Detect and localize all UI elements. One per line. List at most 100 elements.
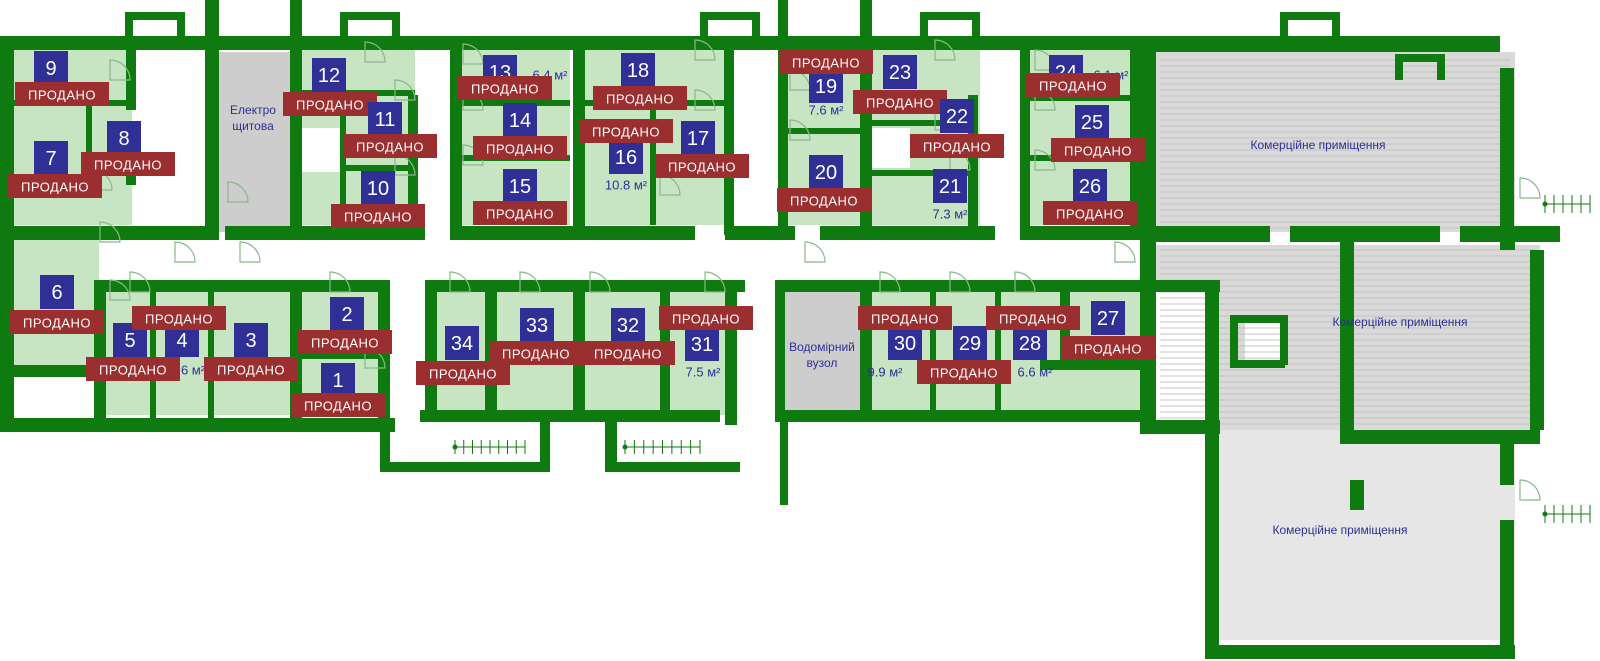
room-number-31[interactable]: 31 bbox=[691, 334, 713, 356]
sold-badge-24[interactable] bbox=[1026, 73, 1120, 97]
sold-badge-1[interactable] bbox=[291, 393, 385, 417]
room-number-box-25[interactable] bbox=[1075, 105, 1109, 139]
sold-badge-19[interactable] bbox=[779, 50, 873, 74]
room-number-box-6[interactable] bbox=[40, 275, 74, 309]
sold-badge-17[interactable] bbox=[655, 154, 749, 178]
room-number-box-30[interactable] bbox=[888, 326, 922, 360]
room-number-box-26[interactable] bbox=[1073, 169, 1107, 203]
room-number-17[interactable]: 17 bbox=[687, 128, 709, 150]
room-number-box-33[interactable] bbox=[520, 308, 554, 342]
sold-badge-18[interactable] bbox=[593, 86, 687, 110]
room-number-5[interactable]: 5 bbox=[124, 330, 135, 352]
room-number-14[interactable]: 14 bbox=[509, 110, 531, 132]
room-24[interactable]: 6.1 м²24ПРОДАНО bbox=[1026, 55, 1129, 97]
sold-badge-25[interactable] bbox=[1051, 138, 1145, 162]
sold-badge-12[interactable] bbox=[283, 92, 377, 116]
room-number-box-3[interactable] bbox=[234, 323, 268, 357]
room-number-25[interactable]: 25 bbox=[1081, 112, 1103, 134]
room-number-26[interactable]: 26 bbox=[1079, 176, 1101, 198]
sold-badge-16[interactable] bbox=[579, 119, 673, 143]
room-number-8[interactable]: 8 bbox=[118, 128, 129, 150]
room-number-box-2[interactable] bbox=[330, 297, 364, 331]
room-number-box-22[interactable] bbox=[940, 99, 974, 133]
sold-badge-32[interactable] bbox=[581, 341, 675, 365]
room-number-box-28[interactable] bbox=[1013, 326, 1047, 360]
room-number-29[interactable]: 29 bbox=[959, 333, 981, 355]
sold-badge-4[interactable] bbox=[132, 306, 226, 330]
sold-badge-6[interactable] bbox=[10, 310, 104, 334]
room-badges[interactable]: 9ПРОДАНО7ПРОДАНО8ПРОДАНО12ПРОДАНО11ПРОДА… bbox=[8, 50, 1155, 417]
room-number-box-17[interactable] bbox=[681, 121, 715, 155]
room-number-16[interactable]: 16 bbox=[615, 147, 637, 169]
room-number-box-14[interactable] bbox=[503, 103, 537, 137]
room-number-19[interactable]: 19 bbox=[815, 76, 837, 98]
water-room[interactable] bbox=[785, 290, 860, 415]
room-number-15[interactable]: 15 bbox=[509, 176, 531, 198]
room-number-box-23[interactable] bbox=[883, 55, 917, 89]
sold-badge-22[interactable] bbox=[910, 134, 1004, 158]
room-number-box-12[interactable] bbox=[312, 58, 346, 92]
sold-badge-31[interactable] bbox=[659, 306, 753, 330]
sold-badge-13[interactable] bbox=[458, 76, 552, 100]
room-number-28[interactable]: 28 bbox=[1019, 333, 1041, 355]
sold-badge-5[interactable] bbox=[86, 357, 180, 381]
sold-badge-11[interactable] bbox=[343, 134, 437, 158]
sold-badge-27[interactable] bbox=[1061, 336, 1155, 360]
room-number-box-8[interactable] bbox=[107, 121, 141, 155]
room-number-10[interactable]: 10 bbox=[367, 178, 389, 200]
room-number-box-15[interactable] bbox=[503, 169, 537, 203]
electro-room[interactable] bbox=[218, 52, 290, 232]
room-number-6[interactable]: 6 bbox=[51, 282, 62, 304]
room-number-box-21[interactable] bbox=[933, 169, 967, 203]
sold-badge-9[interactable] bbox=[15, 82, 109, 106]
sold-badge-28[interactable] bbox=[986, 306, 1080, 330]
room-number-22[interactable]: 22 bbox=[946, 106, 968, 128]
room-number-23[interactable]: 23 bbox=[889, 62, 911, 84]
sold-badge-3[interactable] bbox=[204, 357, 298, 381]
room-number-box-10[interactable] bbox=[361, 171, 395, 205]
room-number-box-34[interactable] bbox=[445, 326, 479, 360]
room-number-33[interactable]: 33 bbox=[526, 315, 548, 337]
room-number-34[interactable]: 34 bbox=[451, 333, 473, 355]
sold-badge-14[interactable] bbox=[473, 136, 567, 160]
room-number-box-11[interactable] bbox=[368, 102, 402, 136]
room-number-12[interactable]: 12 bbox=[318, 65, 340, 87]
sold-badge-30[interactable] bbox=[858, 306, 952, 330]
room-number-1[interactable]: 1 bbox=[332, 370, 343, 392]
room-number-box-18[interactable] bbox=[621, 53, 655, 87]
sold-badge-33[interactable] bbox=[489, 341, 583, 365]
sold-badge-29[interactable] bbox=[917, 360, 1011, 384]
room-number-32[interactable]: 32 bbox=[617, 315, 639, 337]
room-number-box-32[interactable] bbox=[611, 308, 645, 342]
sold-badge-15[interactable] bbox=[473, 201, 567, 225]
room-number-box-16[interactable] bbox=[609, 140, 643, 174]
room-number-box-20[interactable] bbox=[809, 155, 843, 189]
room-number-box-19[interactable] bbox=[809, 69, 843, 103]
room-number-18[interactable]: 18 bbox=[627, 60, 649, 82]
room-number-7[interactable]: 7 bbox=[45, 148, 56, 170]
sold-badge-2[interactable] bbox=[298, 330, 392, 354]
room-number-box-1[interactable] bbox=[321, 363, 355, 397]
room-number-30[interactable]: 30 bbox=[894, 333, 916, 355]
sold-badge-23[interactable] bbox=[853, 90, 947, 114]
